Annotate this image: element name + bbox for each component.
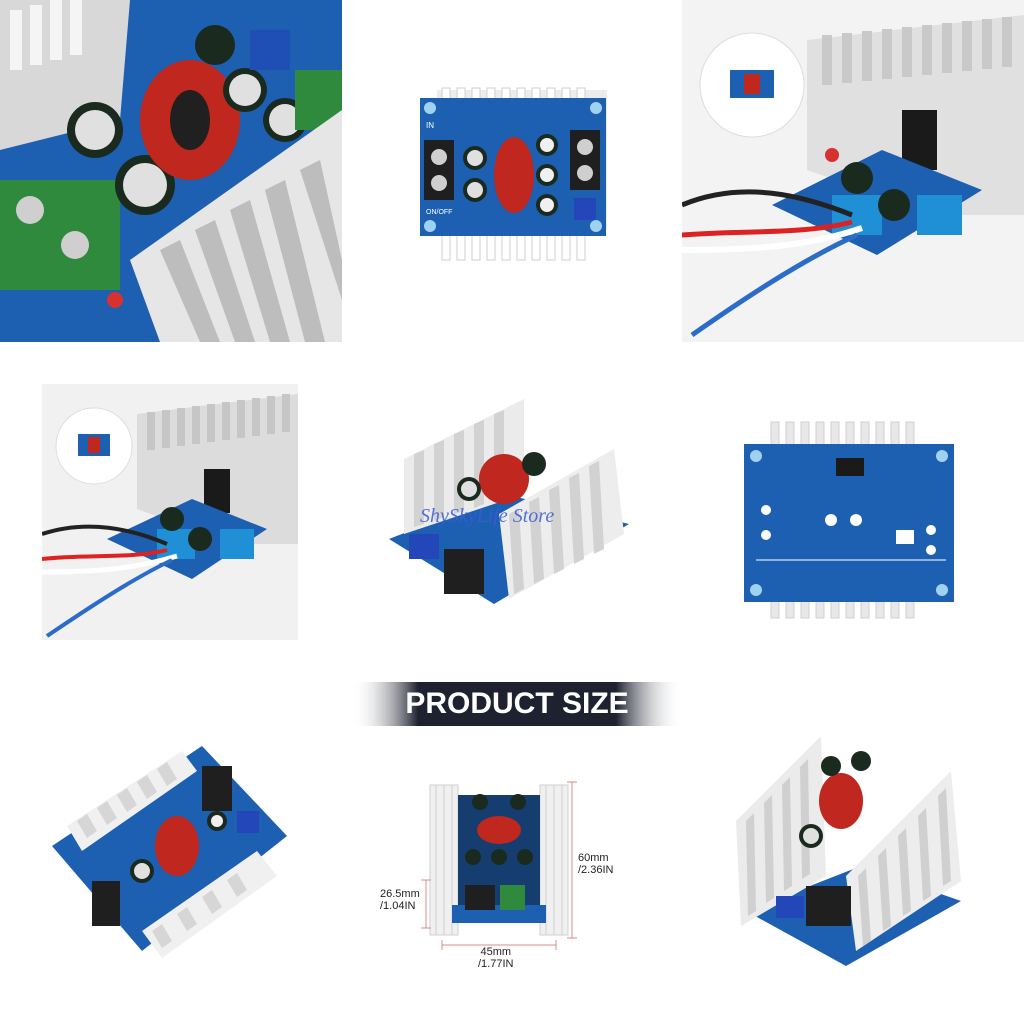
photo-top-view: IN ON/OFF	[342, 0, 682, 342]
photo-angled-top	[42, 726, 298, 982]
product-size-banner: PRODUCT SIZE	[352, 682, 682, 726]
dimension-depth-mm: 26.5mm	[380, 888, 420, 900]
board-in-label: IN	[426, 121, 434, 130]
photo-wired-board	[682, 0, 1024, 342]
dimension-height-in: /2.36IN	[578, 864, 614, 876]
dimension-width-in: /1.77IN	[478, 958, 514, 970]
dimension-depth: 26.5mm /1.04IN	[380, 888, 420, 912]
dimension-width: 45mm /1.77IN	[478, 946, 513, 970]
store-watermark: ShySkyLife Store	[420, 505, 555, 527]
dimension-width-mm: 45mm	[480, 946, 512, 958]
photo-closeup-heatsink	[0, 0, 342, 342]
dimension-height-mm: 60mm	[578, 852, 609, 864]
photo-bottom-view	[726, 420, 966, 620]
photo-wired-board-small	[42, 384, 298, 640]
board-onoff-label: ON/OFF	[426, 209, 452, 216]
banner-title: PRODUCT SIZE	[405, 687, 629, 720]
dimension-height: 60mm /2.36IN	[578, 852, 613, 876]
photo-angled-heatsink	[726, 726, 982, 982]
dimension-diagram	[360, 760, 660, 970]
photo-angled-board	[384, 384, 640, 640]
dimension-depth-in: /1.04IN	[380, 900, 416, 912]
